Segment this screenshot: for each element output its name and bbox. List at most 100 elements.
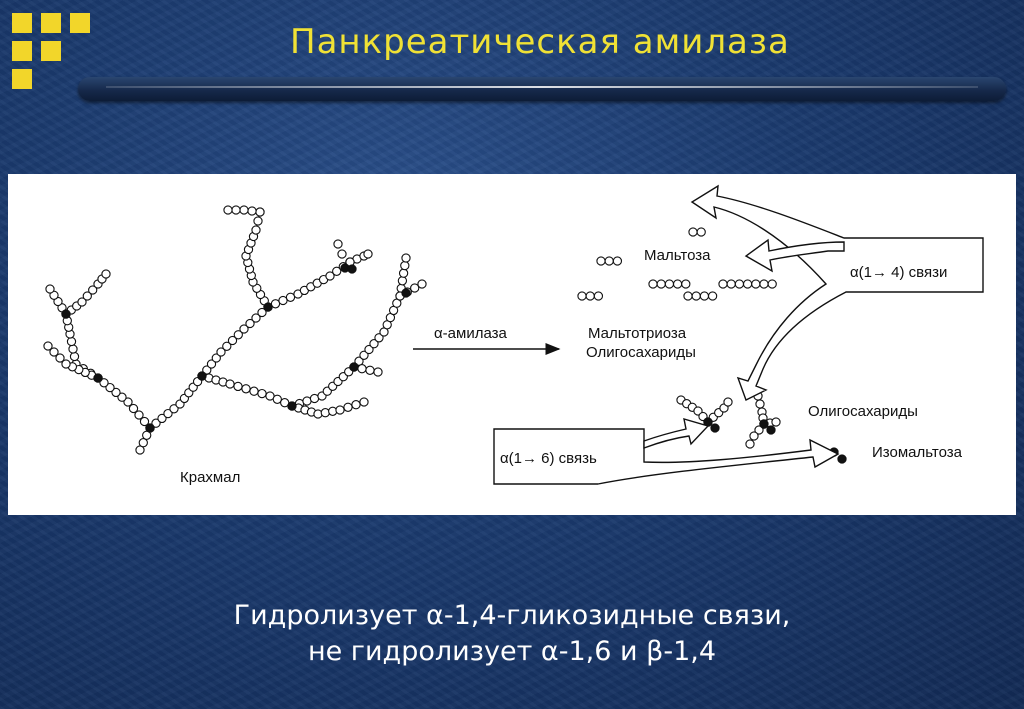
- maltose-label: Мальтоза: [644, 247, 711, 264]
- glucose-unit: [163, 408, 173, 419]
- glucose-unit: [239, 324, 249, 334]
- glucose-unit: [101, 269, 111, 279]
- glucose-unit: [251, 313, 261, 323]
- glucose-unit: [332, 266, 342, 276]
- glucose-unit: [707, 291, 718, 301]
- glucose-unit: [410, 283, 420, 293]
- glucose-unit: [123, 397, 133, 407]
- glucose-unit: [696, 227, 706, 237]
- glucose-unit: [216, 347, 226, 357]
- glucose-unit: [333, 239, 343, 249]
- glucose-unit: [749, 431, 759, 441]
- glucose-unit: [683, 291, 693, 301]
- branch-point-glucose: [349, 362, 359, 372]
- glucose-unit: [55, 353, 65, 363]
- glucose-unit: [105, 382, 115, 393]
- glucose-unit: [77, 297, 87, 307]
- glucose-unit: [726, 279, 736, 289]
- glucose-unit: [43, 341, 53, 351]
- glucose-unit: [751, 279, 761, 289]
- glucose-unit: [231, 205, 241, 215]
- glucose-unit: [365, 365, 375, 375]
- logo-squares-icon: [12, 13, 98, 89]
- bond-14-label: α(1→ 4) связи: [850, 264, 947, 281]
- glucose-unit: [157, 413, 167, 424]
- glucose-unit: [374, 333, 384, 343]
- glucose-unit: [139, 416, 150, 427]
- glucose-unit: [206, 359, 217, 369]
- glucose-unit: [233, 330, 243, 340]
- glucose-unit: [398, 268, 409, 278]
- glucose-unit: [251, 225, 261, 235]
- glucose-unit: [285, 292, 296, 302]
- glucose-unit: [257, 388, 267, 399]
- glucose-unit: [648, 279, 658, 289]
- bond-16-arrow: [493, 418, 840, 485]
- glucose-unit: [320, 408, 330, 418]
- glucose-unit: [718, 279, 728, 289]
- glucose-unit: [239, 205, 249, 215]
- glucose-unit: [734, 279, 745, 289]
- glucose-unit: [335, 405, 345, 415]
- glucose-unit: [325, 271, 335, 281]
- glucose-unit: [82, 291, 92, 301]
- bond-14-arrow: [690, 184, 984, 401]
- branch-point-glucose: [766, 425, 776, 435]
- branch-point-glucose: [263, 302, 273, 312]
- branch-point-glucose: [401, 288, 411, 298]
- glucose-unit: [688, 227, 698, 237]
- starch-label: Крахмал: [180, 469, 240, 486]
- glucose-unit: [66, 336, 77, 347]
- glucose-unit: [351, 400, 361, 410]
- glucose-unit: [585, 291, 595, 301]
- glucose-unit: [270, 299, 281, 309]
- glucose-unit: [604, 256, 614, 266]
- glucose-unit: [755, 399, 765, 409]
- glucose-unit: [278, 295, 288, 306]
- starch-hydrolysis-diagram: Крахмал α-амилаза Мальтоза Мальтотриоза …: [8, 174, 1016, 515]
- glucose-unit: [742, 279, 753, 289]
- glucose-unit: [241, 384, 251, 394]
- glucose-unit: [593, 291, 604, 301]
- glucose-unit: [88, 285, 98, 295]
- glucose-unit: [61, 359, 71, 369]
- enzyme-label: α-амилаза: [434, 325, 508, 342]
- branch-point-glucose: [145, 423, 155, 433]
- glucose-unit: [363, 249, 373, 259]
- oligosaccharides-label-1: Олигосахариды: [586, 344, 696, 361]
- glucose-unit: [134, 410, 144, 420]
- glucose-unit: [699, 291, 710, 301]
- glucose-unit: [369, 339, 379, 349]
- glucose-unit: [771, 417, 781, 427]
- glucose-unit: [138, 438, 148, 448]
- bond-16-label: α(1→ 6) связь: [500, 450, 597, 467]
- glucose-unit: [99, 378, 109, 388]
- glucose-unit: [364, 344, 374, 355]
- glucose-unit: [169, 404, 179, 414]
- glucose-unit: [257, 307, 267, 318]
- isomaltose-label: Изомальтоза: [872, 444, 963, 461]
- glucose-unit: [151, 418, 161, 428]
- glucose-unit: [373, 367, 383, 377]
- glucose-unit: [681, 279, 691, 289]
- slide-title: Панкреатическая амилаза: [290, 22, 790, 62]
- caption-line-2: не гидролизует α-1,6 и β-1,4: [307, 636, 717, 667]
- branch-point-glucose: [287, 401, 297, 411]
- glucose-unit: [227, 335, 238, 346]
- glucose-unit: [691, 291, 701, 301]
- branch-point-glucose: [93, 373, 103, 383]
- glucose-unit: [401, 253, 411, 263]
- glucose-unit: [664, 279, 675, 289]
- glucose-unit: [343, 402, 353, 412]
- glucose-unit: [233, 381, 243, 392]
- branch-point-glucose: [61, 309, 71, 319]
- branch-point-glucose: [710, 423, 720, 433]
- glucose-unit: [577, 291, 587, 301]
- glucose-unit: [400, 260, 410, 271]
- glucose-unit: [45, 284, 55, 294]
- glucose-unit: [247, 206, 257, 216]
- caption-line-1: Гидролизует α-1,4-гликозидные связи,: [233, 600, 791, 631]
- glucose-unit: [128, 403, 139, 414]
- glucose-unit: [612, 256, 623, 266]
- glucose-unit: [225, 379, 235, 389]
